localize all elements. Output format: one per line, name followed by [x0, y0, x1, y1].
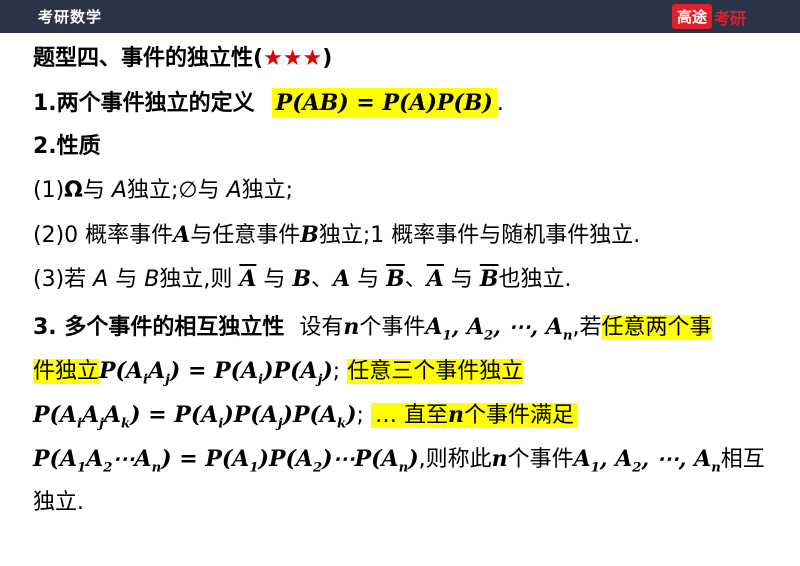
property-3: (3)若 A 与 B独立,则 A 与 B、A 与 B、A 与 B也独立. — [33, 266, 572, 292]
multi-line-3: P(AiAjAk) = P(Ai)P(Aj)P(Ak); … 直至n个事件满足 — [33, 400, 578, 439]
multi-line-5: 独立. — [33, 490, 84, 515]
property-1: (1)Ω与 A独立;∅与 A独立; — [33, 178, 294, 203]
definition-formula: P(AB) = P(A)P(B) — [271, 88, 497, 118]
highlight-any-three: 任意三个事件独立 — [347, 359, 524, 384]
multi-line-1: 3. 多个事件的相互独立性 设有n个事件A1, A2, ⋯, An,若任意两个事 — [33, 314, 712, 344]
multi-line-2: 件独立P(AiAj) = P(Ai)P(Aj); 任意三个事件独立 — [33, 358, 524, 388]
brand-box: 高途 — [671, 4, 712, 29]
definition-label: 1.两个事件独立的定义 — [33, 91, 255, 116]
multi-line-4: P(A1A2⋯An) = P(A1)P(A2)⋯P(An),则称此n个事件A1,… — [33, 446, 765, 476]
course-title: 考研数学 — [38, 8, 103, 26]
top-bar: 考研数学 高途 考研 — [0, 0, 800, 33]
definition-line: 1.两个事件独立的定义 P(AB) = P(A)P(B). — [33, 88, 504, 118]
highlight-any-two: 任意两个事 — [601, 315, 712, 340]
property-2: (2)0 概率事件A与任意事件B独立;1 概率事件与随机事件独立. — [33, 222, 641, 248]
section-title: 题型四、事件的独立性(★★★) — [33, 46, 333, 71]
highlight-up-to-n: … 直至n个事件满足 — [370, 402, 578, 428]
brand-logo: 高途 考研 — [671, 4, 746, 29]
brand-text: 考研 — [713, 8, 746, 28]
star-rating: ★★★ — [263, 46, 323, 71]
property-label: 2.性质 — [33, 134, 101, 159]
